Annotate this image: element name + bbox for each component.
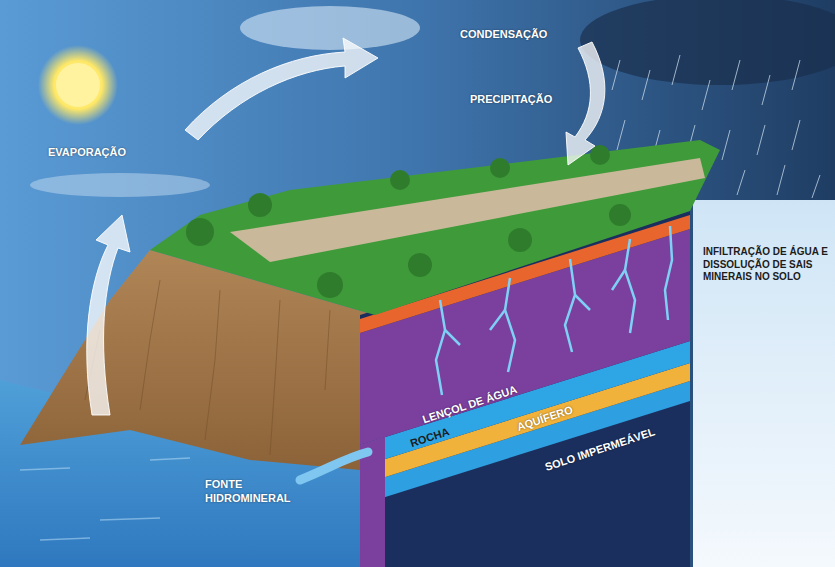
cloud	[240, 6, 420, 50]
dirt-road	[230, 158, 705, 262]
precipitation-arrow	[566, 42, 605, 165]
light-sky	[693, 200, 835, 567]
layer-label: ROCHA	[409, 425, 452, 451]
layer-label: LENÇOL DE ÁGUA	[421, 383, 519, 427]
spring-label: FONTE HIDROMINERAL	[205, 478, 300, 506]
bushes	[186, 145, 631, 298]
evaporation-arrow-upper	[185, 38, 378, 140]
spring-outflow	[300, 452, 368, 480]
sun	[38, 45, 118, 125]
process-note: INFILTRAÇÃO DE ÁGUA E DISSOLUÇÃO DE SAIS…	[703, 246, 831, 284]
process-label: EVAPORAÇÃO	[48, 146, 126, 160]
layer-label: AQUÍFERO	[515, 403, 574, 434]
process-label: CONDENSAÇÃO	[460, 28, 547, 42]
cloud	[30, 173, 210, 197]
cycle-arrows	[87, 38, 605, 415]
layer-label: SOLO IMPERMEÁVEL	[543, 425, 656, 474]
process-label: PRECIPITAÇÃO	[470, 93, 552, 107]
cliff-cracks	[85, 280, 330, 455]
waves	[20, 458, 190, 540]
cliff	[20, 250, 375, 470]
sun-core	[56, 63, 100, 107]
vegetation	[150, 140, 720, 315]
evaporation-arrow	[87, 215, 130, 415]
